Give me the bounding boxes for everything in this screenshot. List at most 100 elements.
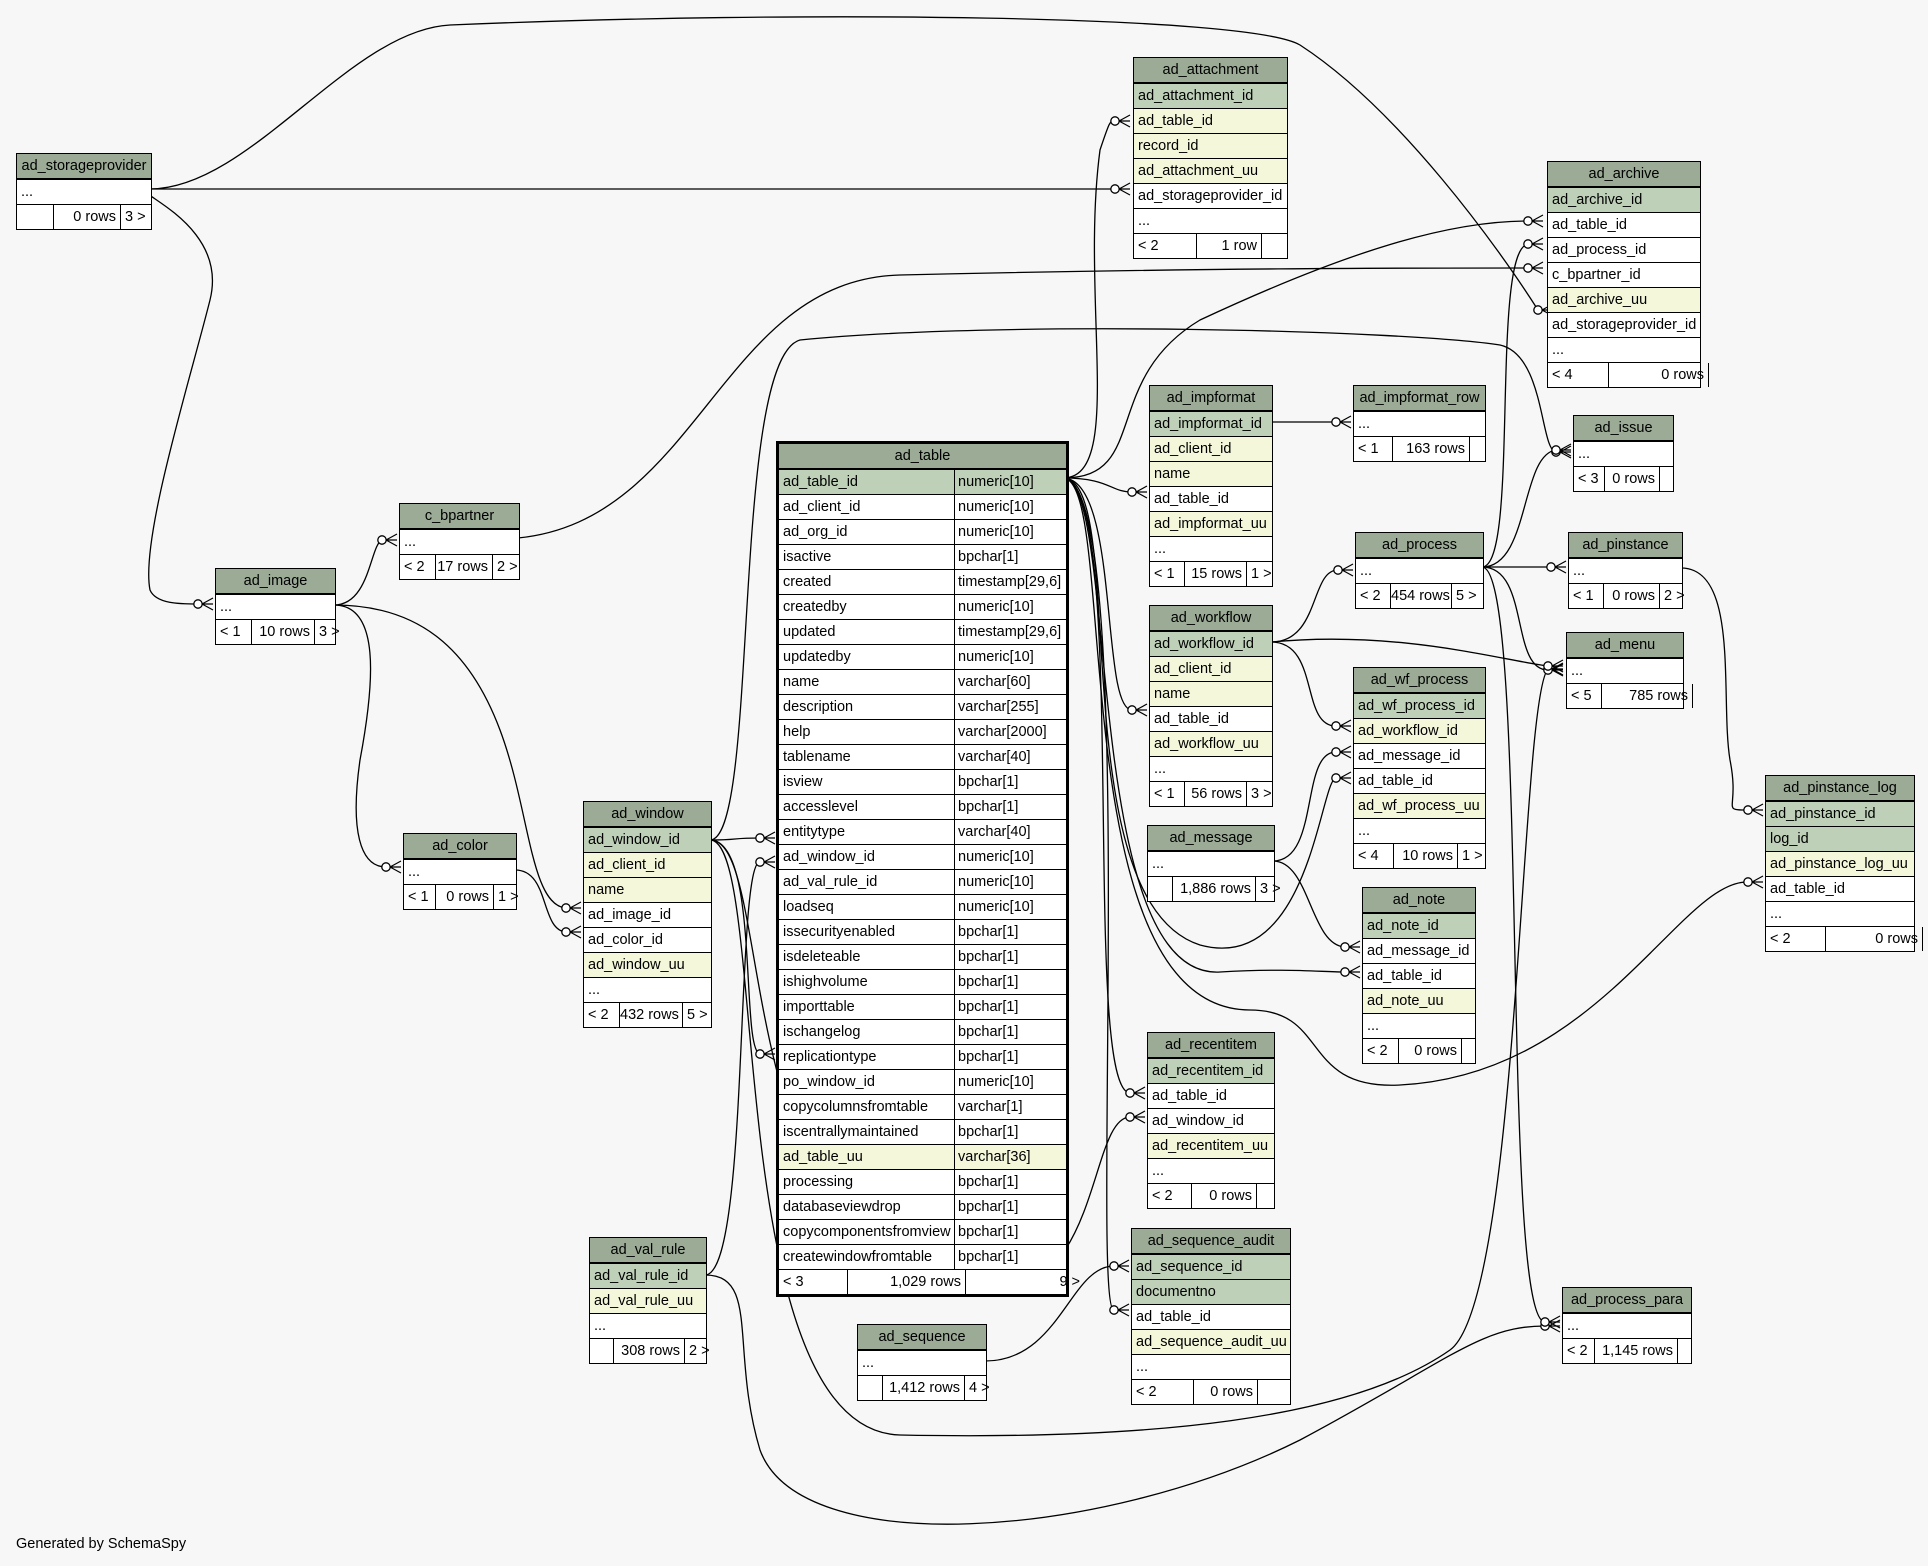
table-title[interactable]: ad_process: [1356, 533, 1483, 558]
children-link[interactable]: 9 >: [965, 1270, 1084, 1294]
parents-link[interactable]: < 1: [408, 889, 429, 905]
column-row[interactable]: ad_table_id: [1766, 876, 1914, 901]
column-row[interactable]: ...: [584, 977, 711, 1002]
column-row[interactable]: ad_val_rule_id: [590, 1263, 706, 1288]
column-row[interactable]: c_bpartner_id: [1548, 262, 1700, 287]
column-row[interactable]: ...: [1148, 851, 1274, 876]
column-row[interactable]: ad_message_id: [1363, 938, 1475, 963]
parents-link[interactable]: < 2: [1136, 1384, 1157, 1400]
table-title[interactable]: ad_window: [584, 802, 711, 827]
parents-link[interactable]: < 1: [1573, 588, 1594, 604]
column-row[interactable]: ...: [1569, 558, 1682, 583]
column-row[interactable]: ...: [590, 1313, 706, 1338]
parents-link[interactable]: < 2: [1152, 1188, 1173, 1204]
column-row[interactable]: ad_table_id: [1148, 1083, 1274, 1108]
column-row[interactable]: ...: [1354, 411, 1485, 436]
table-title[interactable]: ad_storageprovider: [17, 154, 151, 179]
table-title[interactable]: ad_pinstance_log: [1766, 776, 1914, 801]
column-row[interactable]: record_id: [1134, 133, 1287, 158]
column-row[interactable]: ...: [858, 1350, 986, 1375]
column-row[interactable]: ad_table_id: [1354, 768, 1485, 793]
column-row[interactable]: ad_attachment_id: [1134, 83, 1287, 108]
table-title[interactable]: ad_process_para: [1563, 1288, 1691, 1313]
table-title[interactable]: ad_impformat: [1150, 386, 1272, 411]
table-title[interactable]: ad_pinstance: [1569, 533, 1682, 558]
column-row[interactable]: ...: [1548, 337, 1700, 362]
column-row[interactable]: ad_table_id: [1150, 486, 1272, 511]
children-link[interactable]: [1256, 1184, 1288, 1208]
parents-link[interactable]: [858, 1376, 882, 1400]
table-title[interactable]: ad_message: [1148, 826, 1274, 851]
children-link[interactable]: [1659, 467, 1687, 491]
column-row[interactable]: ad_workflow_id: [1354, 718, 1485, 743]
column-row[interactable]: ad_wf_process_uu: [1354, 793, 1485, 818]
column-row[interactable]: ad_storageprovider_id: [1548, 312, 1700, 337]
column-row[interactable]: ...: [17, 179, 151, 204]
children-link[interactable]: 3 >: [120, 205, 165, 229]
column-row[interactable]: ad_sequence_id: [1132, 1254, 1290, 1279]
column-row[interactable]: ad_table_id: [1548, 212, 1700, 237]
children-link[interactable]: 3 >: [1255, 877, 1288, 901]
children-link[interactable]: 3 >: [314, 620, 349, 644]
column-row[interactable]: ad_recentitem_uu: [1148, 1133, 1274, 1158]
parents-link[interactable]: < 2: [1360, 588, 1381, 604]
column-row[interactable]: ad_window_uu: [584, 952, 711, 977]
parents-link[interactable]: < 2: [1770, 931, 1791, 947]
column-row[interactable]: ...: [1574, 441, 1673, 466]
children-link[interactable]: 1 >: [493, 885, 530, 909]
column-row[interactable]: ...: [1150, 536, 1272, 561]
children-link[interactable]: 3 >: [1246, 782, 1286, 806]
table-title[interactable]: ad_image: [216, 569, 335, 594]
children-link[interactable]: [1461, 1039, 1489, 1063]
children-link[interactable]: 1 >: [1457, 844, 1499, 868]
parents-link[interactable]: < 1: [1154, 786, 1175, 802]
column-row[interactable]: ad_pinstance_id: [1766, 801, 1914, 826]
table-title[interactable]: ad_menu: [1567, 633, 1683, 658]
parents-link[interactable]: < 2: [1367, 1043, 1388, 1059]
column-row[interactable]: log_id: [1766, 826, 1914, 851]
column-row[interactable]: ad_note_uu: [1363, 988, 1475, 1013]
table-title[interactable]: ad_sequence: [858, 1325, 986, 1350]
children-link[interactable]: [1469, 437, 1499, 461]
column-row[interactable]: ad_pinstance_log_uu: [1766, 851, 1914, 876]
children-link[interactable]: [1261, 234, 1301, 258]
column-row[interactable]: ad_workflow_uu: [1150, 731, 1272, 756]
children-link[interactable]: 5 >: [682, 1003, 725, 1027]
column-row[interactable]: ad_window_id: [584, 827, 711, 852]
parents-link[interactable]: < 3: [1578, 471, 1599, 487]
children-link[interactable]: 2 >: [1659, 584, 1696, 608]
children-link[interactable]: 2 >: [492, 555, 533, 579]
column-row[interactable]: ...: [1567, 658, 1683, 683]
table-title[interactable]: ad_wf_process: [1354, 668, 1485, 693]
children-link[interactable]: 4 >: [964, 1376, 1000, 1400]
column-row[interactable]: ad_table_id: [1363, 963, 1475, 988]
column-row[interactable]: ...: [400, 529, 519, 554]
column-row[interactable]: ...: [1150, 756, 1272, 781]
